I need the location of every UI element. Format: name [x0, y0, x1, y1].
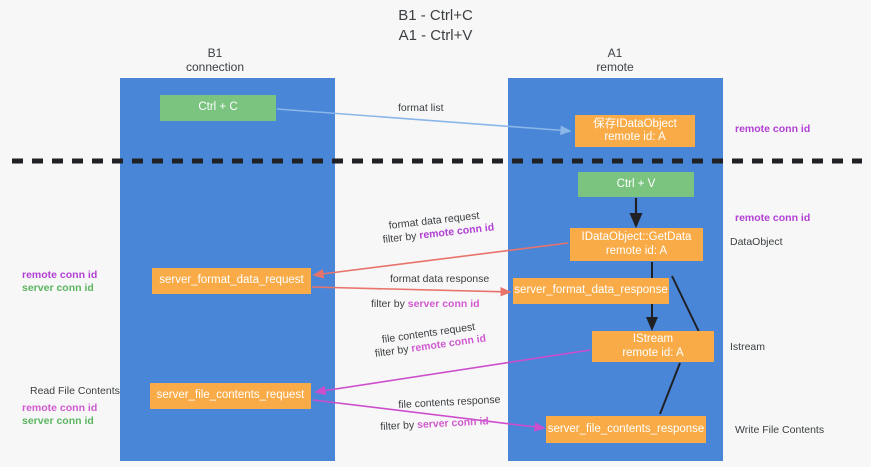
column-header-a1: A1 remote: [555, 46, 675, 74]
box-server-format-data-response[interactable]: server_format_data_response: [513, 278, 669, 304]
annotation-remote-conn-id-left: remote conn id: [22, 269, 98, 281]
edge-label-format-data-response-filter: filter by server conn id: [371, 297, 480, 311]
column-header-a1-name: A1: [607, 46, 623, 60]
annotation-remote-conn-id-top: remote conn id: [735, 123, 811, 135]
title-line-1: B1 - Ctrl+C: [398, 7, 473, 24]
box-server-file-contents-response[interactable]: server_file_contents_response: [546, 416, 706, 443]
arrow-file-contents-response: [312, 399, 546, 432]
filter-prefix: filter by: [380, 419, 418, 433]
annotation-server-conn-id-left: server conn id: [22, 282, 94, 294]
column-header-a1-role: remote: [596, 60, 634, 74]
box-istream-title: IStream: [632, 333, 674, 345]
annotation-server-conn-id-left-2: server conn id: [22, 415, 94, 427]
box-idataobject-title: 保存IDataObject: [593, 117, 677, 130]
box-server-format-data-response-label: server_format_data_response: [514, 284, 668, 297]
box-idataobject-remote-id: remote id: A: [604, 131, 666, 143]
annotation-istream: Istream: [730, 341, 766, 353]
filter-prefix: filter by: [371, 298, 408, 310]
box-istream[interactable]: IStream remote id: A: [592, 331, 714, 362]
title-line-2: A1 - Ctrl+V: [398, 27, 473, 44]
annotation-data-object: DataObject: [730, 236, 783, 248]
box-getdata-remote-id: remote id: A: [605, 244, 668, 257]
box-idataobject-getdata[interactable]: IDataObject::GetData remote id: A: [570, 228, 703, 261]
box-ctrl-c-label: Ctrl + C: [198, 101, 238, 114]
arrow-format-data-request: [312, 242, 569, 279]
annotation-remote-conn-id-mid: remote conn id: [735, 212, 811, 224]
filter-key-server-conn-id: server conn id: [416, 415, 490, 432]
annotation-conn-id-group-top: remote conn id server conn id: [22, 269, 97, 295]
edge-label-format-list: format list: [398, 102, 444, 114]
box-server-format-data-request[interactable]: server_format_data_request: [152, 268, 311, 294]
arrow-format-data-response: [311, 286, 512, 297]
box-istream-remote-id: remote id: A: [622, 346, 684, 359]
annotation-read-file-contents: Read File Contents: [30, 385, 120, 397]
box-ctrl-v[interactable]: Ctrl + V: [578, 172, 694, 197]
annotation-conn-id-group-bottom: remote conn id server conn id: [22, 402, 97, 428]
column-header-b1-name: B1: [207, 46, 223, 60]
annotation-write-file-contents: Write File Contents: [735, 424, 825, 436]
arrow-istream-to-file-response: [659, 362, 681, 415]
arrow-response-to-istream: [671, 275, 701, 335]
annotation-remote-conn-id-left-2: remote conn id: [22, 402, 98, 414]
column-header-b1: B1 connection: [155, 46, 275, 74]
box-ctrl-v-label: Ctrl + V: [616, 177, 656, 190]
box-server-file-contents-request-label: server_file_contents_request: [156, 389, 305, 402]
box-server-file-contents-request[interactable]: server_file_contents_request: [150, 383, 311, 409]
box-ctrl-c[interactable]: Ctrl + C: [160, 95, 276, 121]
diagram-title: B1 - Ctrl+C A1 - Ctrl+V: [0, 6, 871, 46]
filter-key-server-conn-id: server conn id: [407, 298, 480, 310]
arrow-format-list: [276, 108, 572, 136]
column-header-b1-role: connection: [185, 60, 245, 74]
edge-label-format-data-response: format data response: [390, 273, 490, 285]
arrow-file-contents-request: [314, 349, 591, 396]
box-server-format-data-request-label: server_format_data_request: [159, 274, 304, 287]
box-idataobject[interactable]: 保存IDataObject remote id: A: [575, 115, 695, 147]
box-server-file-contents-response-label: server_file_contents_response: [547, 422, 705, 435]
box-getdata-title: IDataObject::GetData: [581, 231, 692, 243]
